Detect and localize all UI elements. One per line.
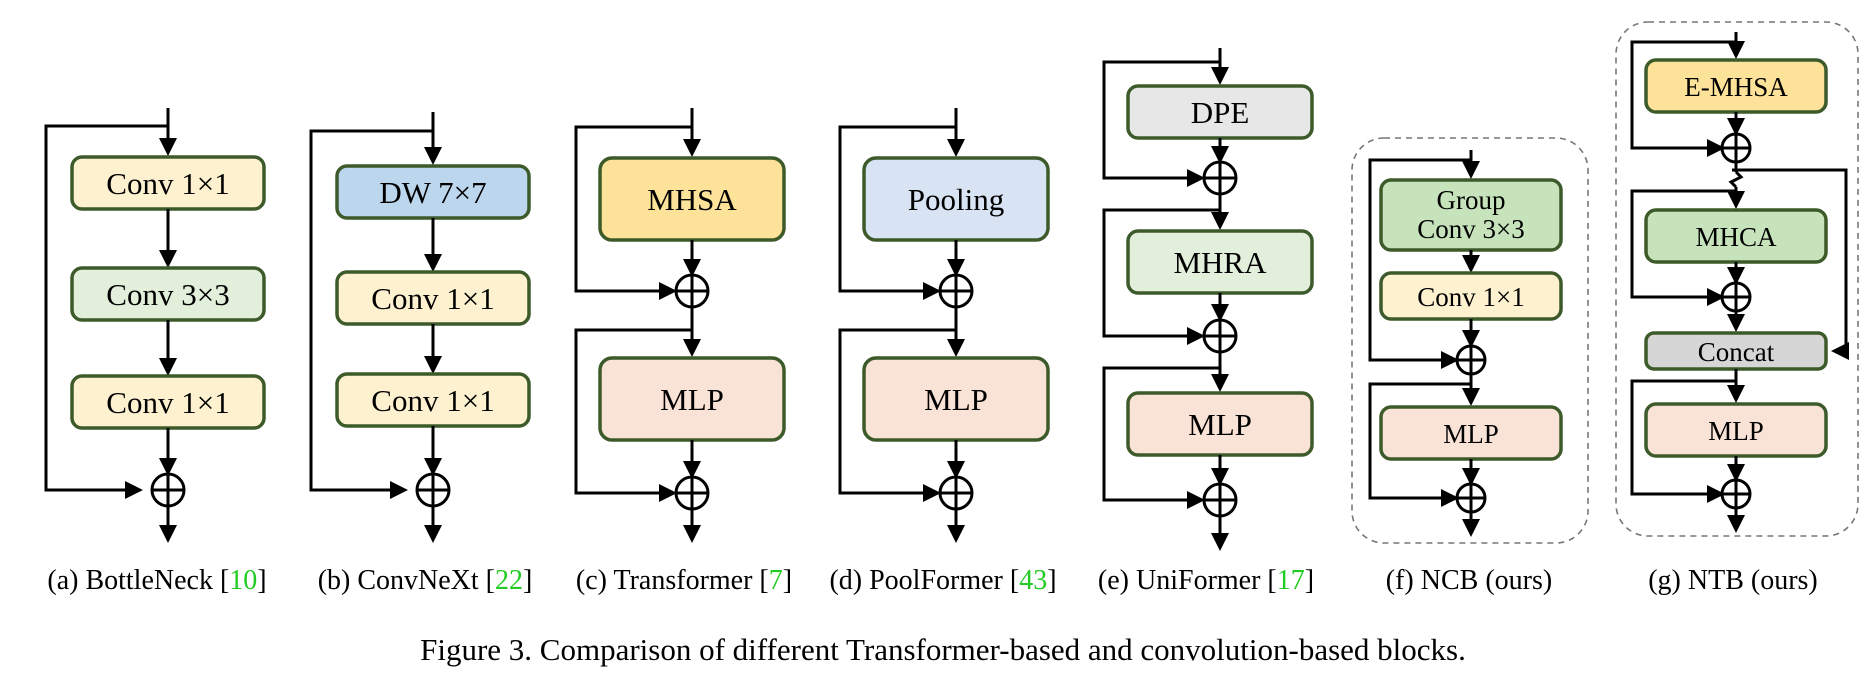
add-icon xyxy=(1202,160,1238,196)
mhca-label: MHCA xyxy=(1695,222,1777,252)
add-icon xyxy=(1720,478,1752,510)
add-icon xyxy=(1202,318,1238,354)
panel-uniformer: DPE MHRA MLP xyxy=(1102,48,1314,551)
add-icon xyxy=(150,472,186,508)
panel-transformer: MHSA MLP xyxy=(574,108,786,543)
add-icon xyxy=(1455,344,1487,376)
panel-poolformer: Pooling MLP xyxy=(838,108,1050,543)
e-mhsa-label: E-MHSA xyxy=(1684,72,1788,102)
caption-convnext: (b) ConvNeXt [22] xyxy=(318,565,533,596)
mlp-label: MLP xyxy=(924,382,988,417)
add-icon xyxy=(674,475,710,511)
dpe-label: DPE xyxy=(1191,95,1250,130)
add-icon xyxy=(1720,132,1752,164)
caption-bottleneck: (a) BottleNeck [10] xyxy=(47,565,266,596)
mhra-label: MHRA xyxy=(1173,245,1267,280)
dw7x7-label: DW 7×7 xyxy=(379,175,486,210)
conv3x3-label: Conv 3×3 xyxy=(106,277,229,312)
caption-ntb: (g) NTB (ours) xyxy=(1648,565,1818,596)
concat-label: Concat xyxy=(1698,337,1775,367)
mhsa-label: MHSA xyxy=(647,182,737,217)
mlp-label: MLP xyxy=(1443,419,1499,449)
conv1x1-label-top: Conv 1×1 xyxy=(371,281,494,316)
panel-ntb: E-MHSA MHCA Concat MLP xyxy=(1615,21,1859,537)
mlp-label: MLP xyxy=(660,382,724,417)
caption-ncb: (f) NCB (ours) xyxy=(1386,565,1552,596)
panel-convnext: DW 7×7 Conv 1×1 Conv 1×1 xyxy=(309,112,531,543)
conv1x1-label: Conv 1×1 xyxy=(1417,282,1525,312)
add-icon xyxy=(938,273,974,309)
mlp-label: MLP xyxy=(1708,416,1764,446)
figure-caption: Figure 3. Comparison of different Transf… xyxy=(420,632,1466,667)
conv1x1-label-bottom: Conv 1×1 xyxy=(371,383,494,418)
group-conv-label-line1: Group xyxy=(1437,185,1506,215)
group-conv-label-line2: Conv 3×3 xyxy=(1417,214,1525,244)
add-icon xyxy=(1455,482,1487,514)
caption-transformer: (c) Transformer [7] xyxy=(576,565,792,596)
add-icon xyxy=(1720,281,1752,313)
ntb-dashed-frame xyxy=(1615,21,1859,537)
conv1x1-label-bottom: Conv 1×1 xyxy=(106,385,229,420)
add-icon xyxy=(674,273,710,309)
panel-ncb: Group Conv 3×3 Conv 1×1 MLP xyxy=(1351,137,1589,544)
pooling-label: Pooling xyxy=(908,182,1004,217)
caption-poolformer: (d) PoolFormer [43] xyxy=(829,565,1056,596)
add-icon xyxy=(415,472,451,508)
add-icon xyxy=(938,475,974,511)
panel-bottleneck: Conv 1×1 Conv 3×3 Conv 1×1 xyxy=(44,108,266,543)
ncb-dashed-frame xyxy=(1351,137,1589,544)
mlp-label: MLP xyxy=(1188,407,1252,442)
add-icon xyxy=(1202,482,1238,518)
caption-uniformer: (e) UniFormer [17] xyxy=(1098,565,1314,596)
conv1x1-label-top: Conv 1×1 xyxy=(106,166,229,201)
